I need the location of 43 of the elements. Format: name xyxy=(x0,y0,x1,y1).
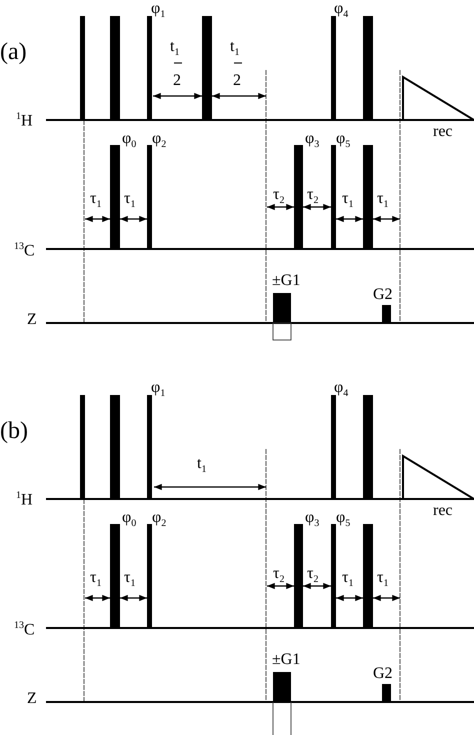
delay-label: τ$_{2}$ xyxy=(273,565,284,588)
delay-label: t$_{1}$ xyxy=(170,38,180,60)
delay-label: τ$_{1}$ xyxy=(342,569,354,592)
gradient-label: ±G1 xyxy=(272,651,300,669)
channel-label: $^{1}$H xyxy=(16,489,33,510)
phase-label: φ$_{0}$ xyxy=(122,509,136,532)
delay-label: τ$_{1}$ xyxy=(342,190,354,212)
delay-label: t$_{1}$ xyxy=(230,38,240,60)
phase-label: φ$_{3}$ xyxy=(305,130,320,152)
gradient-label: G2 xyxy=(373,665,393,683)
delay-label: τ$_{1}$ xyxy=(377,569,388,592)
phase-label: φ$_{0}$ xyxy=(122,130,136,152)
phase-label: φ$_{4}$ xyxy=(334,379,348,402)
phase-label: φ$_{5}$ xyxy=(336,509,350,532)
acquisition-label: rec xyxy=(433,123,453,141)
phase-label: φ$_{5}$ xyxy=(336,130,350,152)
channel-label: $^{1}$H xyxy=(16,110,33,130)
delay-label: τ$_{1}$ xyxy=(377,190,388,212)
phase-label: φ$_{1}$ xyxy=(151,0,166,22)
delay-label: τ$_{1}$ xyxy=(124,569,136,592)
panel-label: (a) xyxy=(0,38,27,66)
phase-label: φ$_{2}$ xyxy=(152,509,166,532)
panel-label: (b) xyxy=(0,417,28,445)
channel-label: Z xyxy=(27,690,37,708)
phase-label: φ$_{3}$ xyxy=(305,509,320,532)
delay-label: 2 xyxy=(173,72,181,90)
channel-label: $^{13}$C xyxy=(14,240,35,260)
phase-label: φ$_{1}$ xyxy=(151,379,166,402)
gradient-label: G2 xyxy=(373,286,393,304)
delay-label: τ$_{1}$ xyxy=(90,190,102,212)
delay-label: τ$_{1}$ xyxy=(90,569,102,592)
channel-label: $^{13}$C xyxy=(14,619,35,640)
phase-label: φ$_{4}$ xyxy=(334,0,348,22)
delay-label: τ$_{2}$ xyxy=(307,186,318,208)
delay-label: τ$_{2}$ xyxy=(273,186,284,208)
channel-label: Z xyxy=(27,311,37,329)
acquisition-label: rec xyxy=(433,502,453,520)
phase-label: φ$_{2}$ xyxy=(152,130,166,152)
delay-label: t$_{1}$ xyxy=(197,455,206,478)
delay-label: 2 xyxy=(233,72,241,90)
gradient-label: ±G1 xyxy=(272,272,300,290)
delay-label: τ$_{1}$ xyxy=(124,190,136,212)
delay-label: τ$_{2}$ xyxy=(307,565,318,588)
